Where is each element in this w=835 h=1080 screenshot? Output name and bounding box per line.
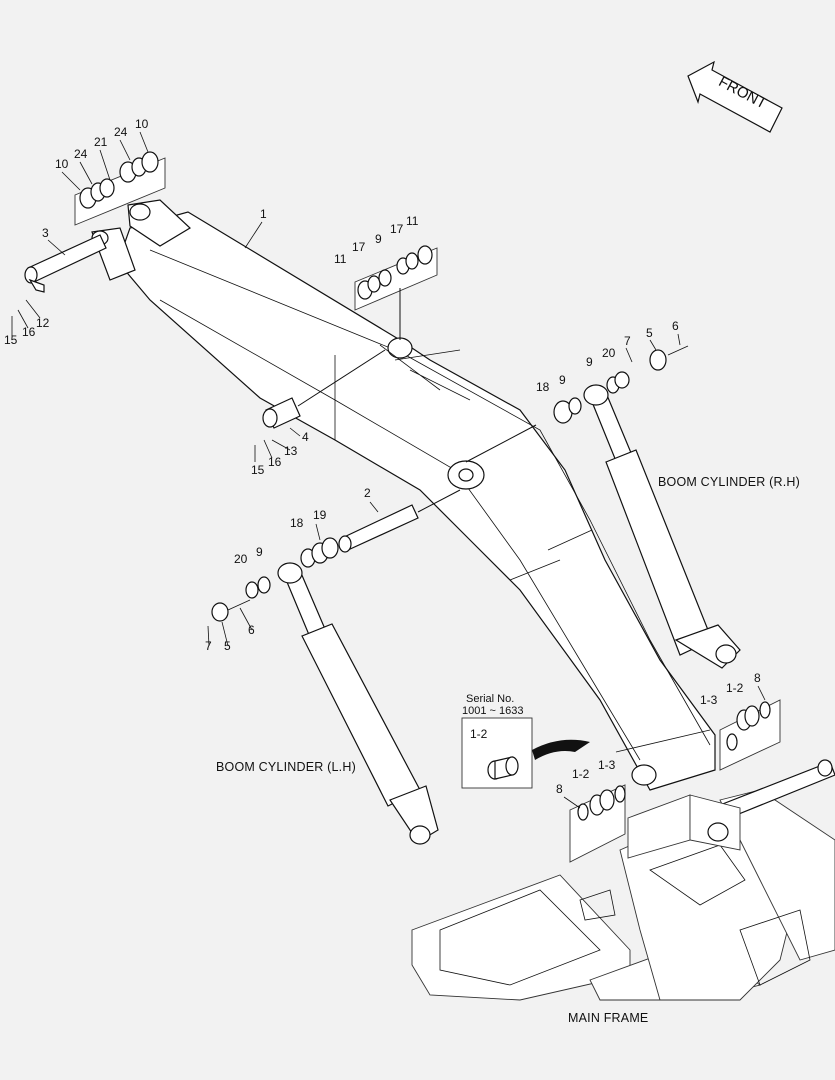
washer-stack-rh-cylinder	[465, 345, 689, 463]
callout-7-lh: 7	[205, 639, 212, 653]
callout-16-upper: 16	[22, 325, 36, 339]
callout-1-2-left: 1-2	[572, 767, 590, 781]
callout-17-right: 17	[390, 222, 404, 236]
callout-3: 3	[42, 226, 49, 240]
callout-7-rh: 7	[624, 334, 631, 348]
boom-cylinder-rh	[583, 384, 741, 669]
pin-4	[262, 349, 386, 429]
callout-15-lower: 15	[251, 463, 265, 477]
callout-18-rh: 18	[536, 380, 550, 394]
callout-9-rh-a: 9	[559, 373, 566, 387]
callout-10-right: 10	[135, 117, 149, 131]
washer-stack-upper-left	[74, 151, 166, 226]
bushing-stack-right	[719, 699, 781, 771]
callout-21: 21	[94, 135, 108, 149]
boom-cylinder-lh	[277, 562, 439, 845]
callout-8-right: 8	[754, 671, 761, 685]
callout-2: 2	[364, 486, 371, 500]
callout-11-left: 11	[334, 252, 347, 266]
callout-11-right: 11	[406, 214, 419, 228]
callout-1: 1	[260, 207, 267, 221]
washer-stack-upper-mid	[354, 245, 438, 340]
serial-no-label: Serial No.	[466, 693, 514, 705]
callout-16-lower: 16	[268, 455, 282, 469]
callout-24-left: 24	[74, 147, 88, 161]
callout-1-2-right: 1-2	[726, 681, 744, 695]
callout-5-rh: 5	[646, 326, 653, 340]
callout-9-lh: 9	[256, 545, 263, 559]
callout-13: 13	[284, 444, 298, 458]
callout-17-left: 17	[352, 240, 366, 254]
callout-6-rh: 6	[672, 319, 679, 333]
callout-1-3-left: 1-3	[598, 758, 616, 772]
callout-19: 19	[313, 508, 327, 522]
callout-12: 12	[36, 316, 50, 330]
boom-cylinder-rh-label: BOOM CYLINDER (R.H)	[658, 475, 800, 489]
main-frame	[411, 759, 835, 1001]
callout-20-lh: 20	[234, 552, 248, 566]
callout-24-right: 24	[114, 125, 128, 139]
callout-9-upper: 9	[375, 232, 382, 246]
serial-range-label: 1001 ~ 1633	[462, 705, 523, 717]
front-arrow: FRONT	[687, 60, 783, 133]
leader-lines	[11, 131, 766, 809]
callout-4: 4	[302, 430, 309, 444]
inset-part-label: 1-2	[470, 727, 488, 741]
main-frame-label: MAIN FRAME	[568, 1011, 648, 1025]
callout-18-lh: 18	[290, 516, 304, 530]
callout-8-left: 8	[556, 782, 563, 796]
callout-5-lh: 5	[224, 639, 231, 653]
pin-2	[338, 489, 461, 553]
boom-cylinder-lh-label: BOOM CYLINDER (L.H)	[216, 760, 356, 774]
callouts: 1 2 3 4 5 5 6 6 7 7 8 8 9 9 9 9 10 10 11…	[4, 117, 761, 796]
bushing-stack-left	[569, 784, 626, 863]
callout-20-rh: 20	[602, 346, 616, 360]
callout-6-lh: 6	[248, 623, 255, 637]
callout-1-3-right: 1-3	[700, 693, 718, 707]
callout-10-left: 10	[55, 157, 69, 171]
washer-stack-lh-cylinder	[211, 537, 339, 622]
serial-inset: Serial No. 1001 ~ 1633 1-2	[461, 693, 590, 789]
callout-9-rh-b: 9	[586, 355, 593, 369]
callout-15-upper: 15	[4, 333, 18, 347]
pin-3	[24, 234, 107, 293]
